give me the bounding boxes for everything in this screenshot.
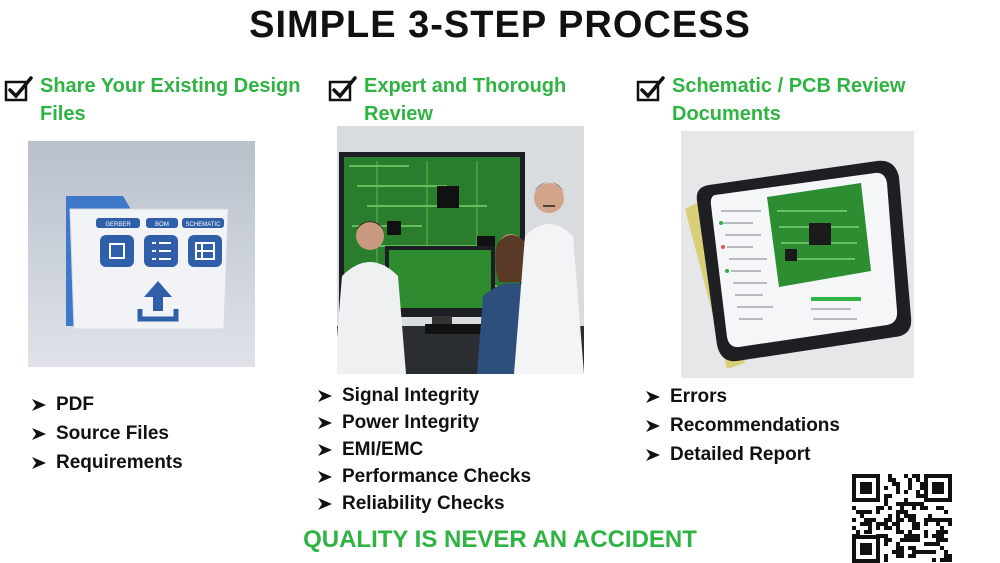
- step-3-header: Schematic / PCB Review Documents: [636, 72, 936, 128]
- arrow-bullet-icon: [32, 398, 46, 411]
- step-2-title: Expert and Thorough Review: [364, 75, 567, 125]
- list-item: Performance Checks: [316, 463, 531, 490]
- list-item: PDF: [30, 390, 183, 419]
- tab-bom-label: BOM: [155, 222, 169, 228]
- tab-gerber-label: GERBER: [105, 222, 131, 228]
- engineers-review-photo: [337, 126, 584, 374]
- folder-upload-illustration: GERBER BOM SCHEMATIC: [28, 141, 255, 367]
- step-1-header: Share Your Existing Design Files: [4, 72, 314, 128]
- checkbox-checked-icon: [4, 76, 33, 102]
- arrow-bullet-icon: [318, 497, 332, 510]
- step-2-header: Expert and Thorough Review: [328, 72, 618, 128]
- step-2-bullets: Signal Integrity Power Integrity EMI/EMC…: [316, 382, 531, 517]
- chip-icon: [100, 235, 134, 267]
- arrow-bullet-icon: [318, 443, 332, 456]
- list-item: Source Files: [30, 419, 183, 448]
- arrow-bullet-icon: [646, 419, 660, 432]
- step-3-bullets: Errors Recommendations Detailed Report: [644, 382, 840, 469]
- list-item: Signal Integrity: [316, 382, 531, 409]
- step-1-title: Share Your Existing Design Files: [40, 75, 301, 125]
- arrow-bullet-icon: [318, 470, 332, 483]
- checkbox-checked-icon: [636, 76, 665, 102]
- step-3-title: Schematic / PCB Review Documents: [672, 75, 906, 125]
- list-item: Power Integrity: [316, 409, 531, 436]
- list-item: Requirements: [30, 448, 183, 477]
- arrow-bullet-icon: [32, 456, 46, 469]
- arrow-bullet-icon: [318, 389, 332, 402]
- list-item: Errors: [644, 382, 840, 411]
- list-item: EMI/EMC: [316, 436, 531, 463]
- list-item: Recommendations: [644, 411, 840, 440]
- arrow-bullet-icon: [646, 448, 660, 461]
- step-1-bullets: PDF Source Files Requirements: [30, 390, 183, 477]
- list-item: Reliability Checks: [316, 490, 531, 517]
- qr-code[interactable]: [852, 474, 952, 563]
- tagline: QUALITY IS NEVER AN ACCIDENT: [303, 526, 697, 553]
- arrow-bullet-icon: [646, 390, 660, 403]
- arrow-bullet-icon: [318, 416, 332, 429]
- tablet-report-illustration: [681, 131, 914, 378]
- checkbox-checked-icon: [328, 76, 357, 102]
- page-title: SIMPLE 3-STEP PROCESS: [249, 4, 751, 46]
- upload-arrow-icon: [144, 281, 172, 311]
- arrow-bullet-icon: [32, 427, 46, 440]
- tab-schematic-label: SCHEMATIC: [186, 222, 222, 228]
- list-item: Detailed Report: [644, 440, 840, 469]
